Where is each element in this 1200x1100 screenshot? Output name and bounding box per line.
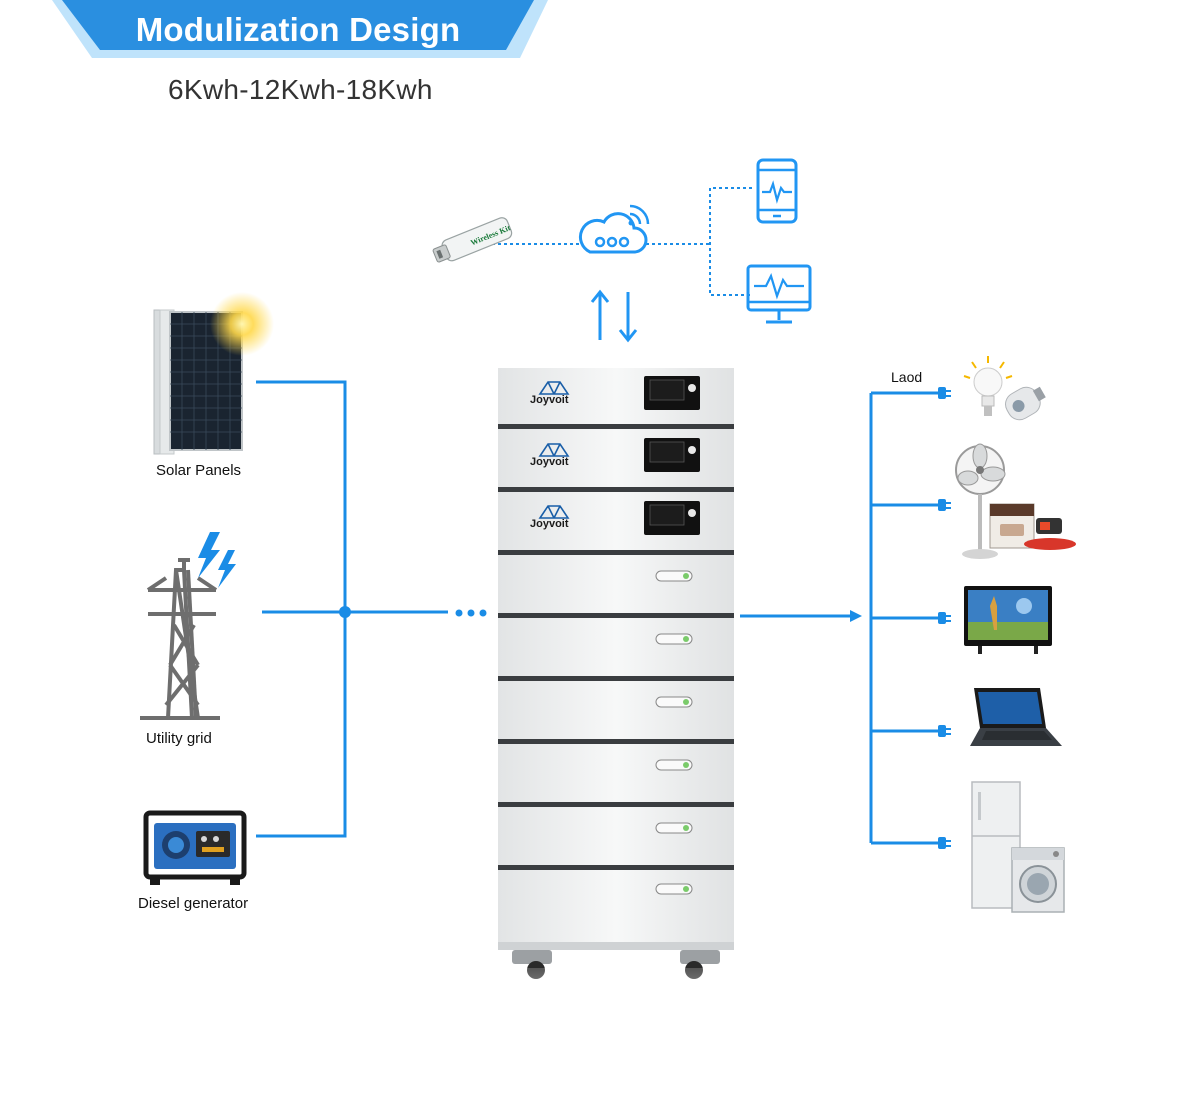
power-tower-icon [140, 532, 236, 720]
load-label: Laod [891, 369, 923, 385]
utility-grid-label: Utility grid [146, 730, 212, 747]
brand-label: Joyvoit [530, 518, 569, 530]
diesel-generator-label: Diesel generator [138, 895, 249, 912]
phone-icon [756, 158, 798, 224]
laptop-icon [970, 688, 1062, 746]
battery-module [498, 618, 734, 681]
battery-module [498, 555, 734, 618]
wifi-stick-icon: Wireless Kit [432, 217, 513, 263]
capacity-subtitle: 6Kwh-12Kwh-18Kwh [168, 74, 433, 105]
battery-module [498, 744, 734, 807]
fridge-and-washer-icon [971, 781, 1065, 913]
battery-module [498, 870, 734, 948]
controller-module [498, 368, 734, 429]
battery-module [498, 681, 734, 744]
solar-panel-icon [153, 292, 274, 455]
header-banner [52, 0, 548, 58]
monitor-icon [746, 264, 812, 324]
bidirectional-arrows-icon [590, 289, 638, 343]
battery-stack-graphic [498, 368, 734, 1050]
page-title: Modulization Design [135, 11, 461, 48]
light-bulbs-icon [963, 356, 1046, 421]
controller-module [498, 429, 734, 492]
brand-label: Joyvoit [530, 394, 569, 406]
battery-module [498, 807, 734, 870]
fan-and-rice-cooker-icon [955, 443, 1076, 559]
controller-module [498, 492, 734, 555]
television-icon [964, 586, 1052, 654]
generator-icon [143, 810, 247, 885]
solar-panels-label: Solar Panels [156, 462, 242, 479]
cloud-icon [578, 204, 650, 254]
brand-label: Joyvoit [530, 456, 569, 468]
